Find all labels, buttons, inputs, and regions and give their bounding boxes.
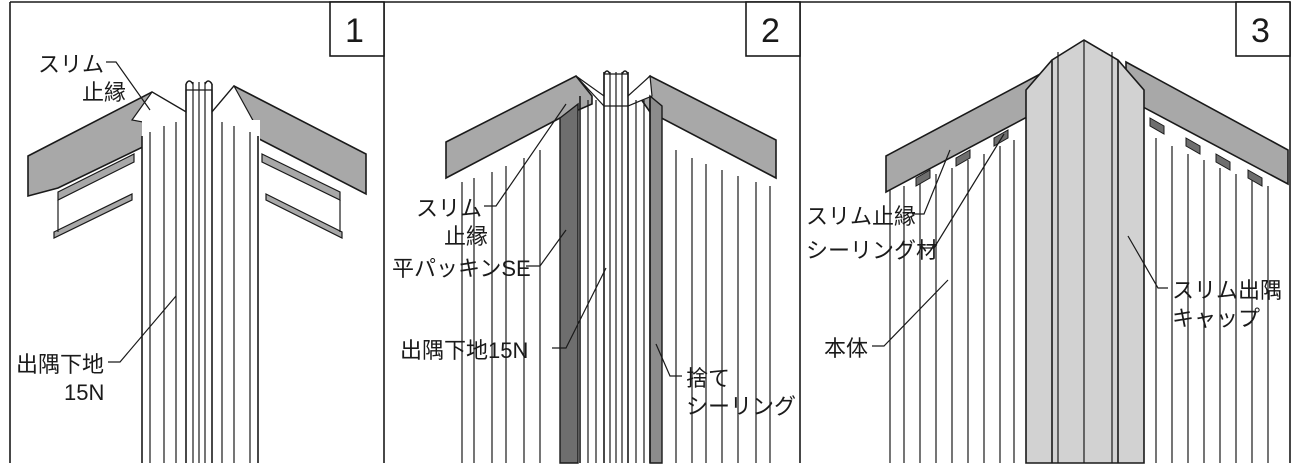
leader-slim-trim-3: [912, 149, 951, 215]
panel-3: 3: [806, 1, 1291, 464]
label-slim-corner-cap-line2: キャップ: [1172, 306, 1260, 331]
label-slim-trim-line1: スリム: [38, 52, 104, 77]
lower-bar-left: [57, 153, 135, 201]
leader-flat-packing: [526, 229, 567, 267]
flat-packing-se: [559, 102, 579, 464]
panel-frames: [9, 1, 1291, 463]
panel-3-number-box: [1235, 1, 1291, 57]
label-slim-corner-cap-line1: スリム出隅: [1172, 278, 1282, 303]
panel-1-number: 1: [345, 12, 364, 50]
label-slim-trim-3: スリム止縁: [806, 204, 916, 229]
label-slim-trim-2-line1: スリム: [416, 196, 482, 221]
label-backup-sealing-line1: 捨て: [686, 366, 730, 391]
leader-corner-base-2: [552, 267, 607, 349]
leader-slim-trim-2: [484, 103, 567, 207]
sealant-beads: [915, 117, 1263, 187]
wall-siding: [461, 150, 771, 463]
panel-2-number-box: [745, 1, 801, 57]
wall-siding-3: [889, 138, 1269, 463]
corner-base-post: [141, 80, 260, 465]
label-corner-base-line2: 15N: [64, 380, 104, 405]
panel-2: 2: [392, 1, 801, 464]
leader-body: [872, 279, 949, 347]
label-flat-packing: 平パッキンSE: [392, 256, 531, 281]
slim-trim-left-3: [885, 70, 1045, 194]
label-slim-trim-line2: 止縁: [82, 80, 126, 105]
leader-backup-sealing: [655, 343, 682, 377]
panel-1: 1 スリム 止縁: [16, 1, 385, 465]
panel-3-number: 3: [1251, 12, 1270, 50]
label-backup-sealing-line2: シーリング: [686, 394, 796, 419]
leader-sealant: [922, 133, 1005, 249]
leader-slim-corner-cap: [1127, 235, 1168, 289]
label-corner-base-line1: 出隅下地: [16, 352, 104, 377]
label-body: 本体: [824, 336, 868, 361]
backup-sealing-strip: [649, 94, 663, 464]
corner-base-post-2: [579, 70, 651, 463]
lower-bar-ends: [53, 193, 343, 239]
label-sealant: シーリング材: [806, 238, 938, 263]
panel-1-number-box: [329, 1, 385, 57]
leader-slim-trim: [106, 61, 151, 111]
label-corner-base-2: 出隅下地15N: [400, 338, 528, 363]
panel-2-number: 2: [761, 12, 780, 50]
leader-corner-base: [108, 295, 177, 363]
slim-corner-cap: [1025, 39, 1145, 464]
label-slim-trim-2-line2: 止縁: [444, 224, 488, 249]
